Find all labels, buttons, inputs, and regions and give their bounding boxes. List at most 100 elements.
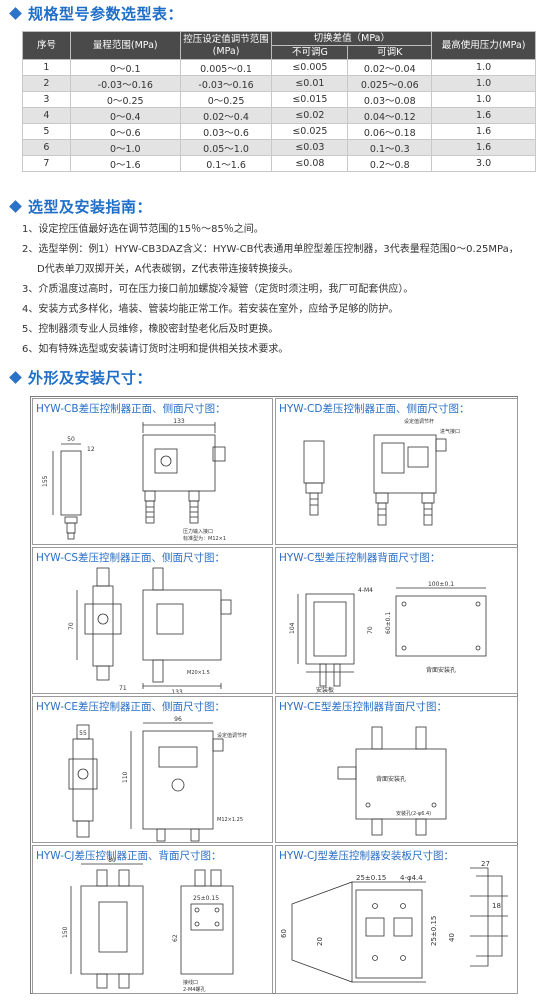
- panel-cb-front-side: HYW-CB差压控制器正面、侧面尺寸图：: [32, 398, 273, 545]
- cd-drawing: 设定值调节杆 进气接口: [303, 418, 460, 526]
- table-cell: 0～0.4: [69, 107, 181, 124]
- table-cell: 0.005～0.1: [179, 59, 273, 76]
- table-cell: 1.6: [431, 107, 536, 124]
- cj-drawing: 80 150 62 25±0.15 接线口 2-M4螺孔: [62, 857, 234, 993]
- panel-title: HYW-CB差压控制器正面、侧面尺寸图：: [36, 403, 226, 415]
- table-cell: 0～0.1: [69, 59, 181, 76]
- panel-cd-front-side: HYW-CD差压控制器正面、侧面尺寸图： 设定值调节杆 进气接口: [275, 398, 518, 545]
- table-cell: 0.05～1.0: [179, 139, 273, 156]
- dim-label: 104: [289, 622, 296, 634]
- cs-drawing: 71 133 70 M20×1.5: [68, 567, 232, 694]
- ce-drawing: 55 96 110 M12×1.25 设定值调节杆: [68, 716, 247, 842]
- dim-label: 50: [67, 436, 75, 443]
- note-label: 压力输入接口: [183, 528, 213, 535]
- table-cell: 0.02～0.04: [347, 59, 433, 76]
- panel-title: HYW-CE型差压控制器背面尺寸图：: [279, 701, 448, 713]
- dim-label: 4-φ4.4: [400, 874, 423, 882]
- guide-item: 4、安装方式多样化，墙装、管装均能正常工作。若安装在室外，应给予足够的防护。: [22, 304, 399, 315]
- header-fixed: 不可调G: [271, 45, 349, 60]
- dim-label: 27: [481, 860, 490, 868]
- table-cell: ≤0.025: [271, 123, 349, 140]
- diamond-bullet-icon: [9, 6, 22, 20]
- note-label: M12×1.25: [217, 817, 243, 823]
- dim-label: 55: [79, 730, 87, 737]
- dim-label: 110: [122, 771, 129, 783]
- header-diff: 切换差值（MPa）: [271, 31, 433, 46]
- table-cell: 0.1～1.6: [179, 155, 273, 172]
- note-label: 接线口: [183, 979, 198, 986]
- dim-label: 71: [119, 685, 127, 692]
- table-cell: ≤0.01: [271, 75, 349, 92]
- ce-back-drawing: 背面安装孔 安装孔(2-φ6.4): [337, 726, 447, 836]
- table-cell: 1.6: [431, 123, 536, 140]
- panel-title: HYW-CD差压控制器正面、侧面尺寸图：: [279, 403, 470, 415]
- guide-item: 2、选型举例：例1）HYW-CB3DAZ含义：HYW-CB代表通用单腔型差压控制…: [22, 244, 519, 255]
- table-cell: 0～0.25: [69, 91, 181, 108]
- guide-list: 1、设定控压值最好选在调节范围的15％～85％之间。 2、选型举例：例1）HYW…: [22, 220, 544, 360]
- dim-label: 25±0.15: [430, 916, 438, 946]
- note-label: 2-M4螺孔: [183, 986, 205, 993]
- table-cell: 0.2～0.8: [347, 155, 433, 172]
- table-cell: 0～0.6: [69, 123, 181, 140]
- note-label: 安装孔(2-φ6.4): [396, 810, 431, 817]
- table-cell: 1.0: [431, 91, 536, 108]
- header-adjustable: 可调K: [347, 45, 433, 60]
- dim-label: 40: [448, 933, 456, 942]
- guide-item: 1、设定控压值最好选在调节范围的15％～85％之间。: [22, 224, 264, 235]
- dim-label: 60: [280, 929, 288, 938]
- diamond-bullet-icon: [9, 199, 22, 213]
- table-cell: 1: [22, 59, 71, 76]
- header-setting: 控压设定值调节范围(MPa): [179, 31, 273, 60]
- header-no: 序号: [22, 31, 71, 60]
- note-label: 背面安装孔: [426, 666, 456, 674]
- dim-label: 12: [87, 446, 95, 453]
- table-cell: 1.6: [431, 139, 536, 156]
- header-max-pressure: 最高使用压力(MPa): [431, 31, 536, 60]
- dim-label: 18: [492, 902, 501, 910]
- panel-cs-front-side: HYW-CS差压控制器正面、侧面尺寸图： 71 133 70 M20×1.5: [32, 547, 273, 694]
- panel-cj-front-back: HYW-CJ差压控制器正面、背面尺寸图： 80 150 62: [32, 845, 273, 994]
- dim-label: 133: [171, 689, 183, 694]
- table-cell: 0～1.6: [69, 155, 181, 172]
- note-label: 标准型为：M12×1: [183, 535, 226, 542]
- table-cell: 0.03～0.08: [347, 91, 433, 108]
- table-cell: ≤0.015: [271, 91, 349, 108]
- dim-label: 20: [316, 937, 324, 946]
- note-label: 设定值调节杆: [217, 732, 247, 739]
- drawings-grid: HYW-CB差压控制器正面、侧面尺寸图：: [30, 396, 518, 994]
- table-cell: 6: [22, 139, 71, 156]
- table-cell: 0.02～0.4: [179, 107, 273, 124]
- table-cell: ≤0.08: [271, 155, 349, 172]
- dim-label: 62: [172, 934, 179, 942]
- table-cell: 0～0.25: [179, 91, 273, 108]
- panel-c-back: HYW-C型差压控制器背面尺寸图： 4-M4 100±0.1 104 70 60…: [275, 547, 518, 694]
- panel-title: HYW-C型差压控制器背面尺寸图：: [279, 552, 441, 564]
- guide-item: 3、介质温度过高时，可在压力接口前加螺旋冷凝管（定货时须注明，我厂可配套供应）。: [22, 284, 414, 295]
- dim-label: 70: [68, 622, 75, 630]
- dim-label: 4-M4: [358, 587, 373, 594]
- spec-section-title: 规格型号参数选型表：: [8, 3, 183, 23]
- table-cell: 0.06～0.18: [347, 123, 433, 140]
- dim-label: 133: [173, 418, 185, 425]
- dim-label: 70: [367, 626, 374, 634]
- header-range: 量程范围(MPa): [69, 31, 181, 60]
- table-cell: 5: [22, 123, 71, 140]
- dim-label: 80: [108, 857, 116, 864]
- table-cell: 0～1.0: [69, 139, 181, 156]
- note-label: 设定值调节杆: [404, 418, 434, 425]
- panel-title: HYW-CJ差压控制器正面、背面尺寸图：: [36, 850, 222, 862]
- note-label: M20×1.5: [187, 670, 210, 676]
- table-cell: 1.0: [431, 59, 536, 76]
- table-cell: ≤0.03: [271, 139, 349, 156]
- cb-drawing: 133 50 12 155 压力输入接口 标准型为：M12×1: [42, 418, 226, 542]
- panel-title: HYW-CJ型差压控制器安装板尺寸图：: [279, 850, 454, 862]
- spec-table: 序号 量程范围(MPa) 控压设定值调节范围(MPa) 切换差值（MPa） 最高…: [22, 31, 536, 172]
- table-cell: -0.03～0.16: [69, 75, 181, 92]
